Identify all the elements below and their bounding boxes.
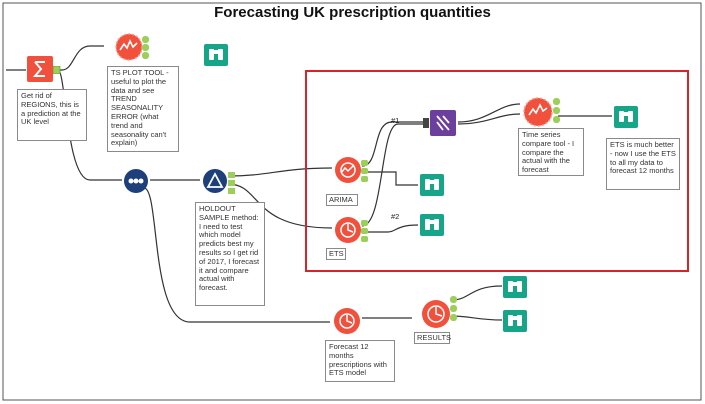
browse-icon (420, 174, 444, 196)
ts-compare-icon (523, 97, 553, 127)
note-summarize[interactable]: Get rid of REGIONS, this is a prediction… (17, 89, 87, 141)
note-forecast12[interactable]: Forecast 12 months prescriptions with ET… (325, 340, 395, 382)
ts-plot-tool[interactable] (114, 32, 144, 62)
connection-label-1: #1 (391, 116, 400, 125)
connector-ets-union (361, 123, 428, 227)
highlight-box (305, 70, 689, 272)
browse-icon (420, 214, 444, 236)
ts-forecast-icon (334, 308, 360, 334)
ts-compare-tool[interactable] (522, 96, 554, 128)
union-tool[interactable] (430, 110, 456, 136)
results-label: RESULTS (414, 332, 451, 344)
browse-tool-compare[interactable] (614, 106, 638, 128)
connector-arima-browse (362, 171, 418, 186)
ets-label: ETS (326, 248, 346, 260)
browse-tool-results-2[interactable] (503, 310, 527, 332)
filter-icon (203, 169, 227, 193)
browse-tool-tsplot[interactable] (204, 44, 228, 66)
connector-summarize-tsplot (50, 45, 104, 71)
union-input-anchor[interactable] (423, 118, 431, 128)
connector-union-compare-2 (457, 113, 521, 125)
connector-filter-arima (227, 167, 333, 177)
ets-tool[interactable] (333, 215, 363, 245)
connection-label-2: #2 (391, 212, 400, 221)
arima-label: ARIMA (326, 194, 358, 206)
ets-anchors[interactable] (361, 220, 369, 242)
results-anchors[interactable] (450, 296, 458, 322)
ts-compare-anchors[interactable] (553, 98, 561, 124)
ts-forecast-icon (422, 300, 450, 328)
union-icon (430, 110, 456, 136)
connector-union-compare-1 (457, 103, 521, 123)
browse-tool-results-1[interactable] (503, 276, 527, 298)
browse-icon (204, 44, 228, 66)
create-samples-tool[interactable] (202, 168, 228, 194)
connector-ets-browse (362, 224, 419, 233)
ts-forecast-tool[interactable] (332, 306, 362, 336)
results-forecast-tool[interactable] (420, 298, 452, 330)
browse-tool-ets[interactable] (420, 214, 444, 236)
ts-plot-icon (115, 33, 143, 61)
note-ts-plot[interactable]: TS PLOT TOOL - useful to plot the data a… (107, 66, 179, 152)
connector-results-browse2 (451, 315, 503, 321)
sample-tool[interactable] (123, 168, 149, 194)
note-ets-better[interactable]: ETS is much better - now I use the ETS t… (606, 138, 680, 190)
arima-icon (335, 157, 361, 183)
browse-icon (503, 276, 527, 298)
ts-plot-anchors[interactable] (142, 36, 150, 60)
browse-tool-arima[interactable] (420, 174, 444, 196)
note-ts-compare[interactable]: Time series compare tool - I compare the… (518, 128, 584, 176)
summarize-tool[interactable] (27, 56, 53, 82)
sample-icon (124, 169, 148, 193)
create-samples-anchors[interactable] (228, 172, 236, 194)
summarize-icon (27, 56, 53, 82)
connector-sample-forecast (143, 187, 330, 323)
ets-icon (335, 217, 361, 243)
arima-anchors[interactable] (361, 160, 369, 182)
workflow-title: Forecasting UK prescription quantities (214, 4, 491, 21)
connector-results-browse1 (451, 285, 503, 301)
browse-icon (503, 310, 527, 332)
note-holdout[interactable]: HOLDOUT SAMPLE method: I need to test wh… (195, 202, 265, 306)
summarize-output-anchor[interactable] (53, 66, 61, 74)
browse-icon (614, 106, 638, 128)
arima-tool[interactable] (333, 155, 363, 185)
